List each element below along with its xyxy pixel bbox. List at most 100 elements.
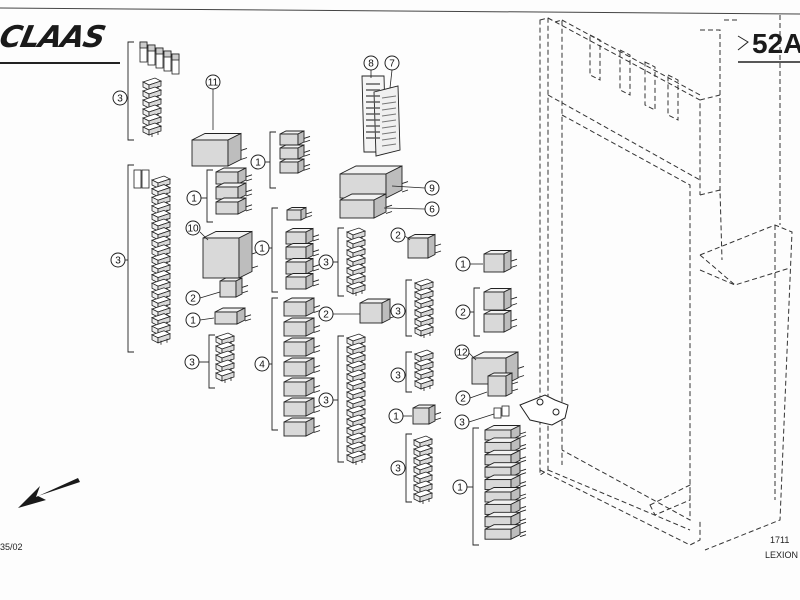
leader-bracket xyxy=(333,227,344,297)
relay-stack xyxy=(283,357,321,377)
mini-relay xyxy=(215,182,253,200)
relay-small xyxy=(214,307,252,325)
callout-label: 1 xyxy=(460,260,466,271)
blade-fuse xyxy=(345,441,367,456)
border-line xyxy=(0,7,800,15)
callout-2: 2 xyxy=(185,290,201,306)
callout-3: 3 xyxy=(110,252,126,268)
blade-fuse xyxy=(214,368,236,383)
callout-2: 2 xyxy=(455,304,471,320)
leader-line xyxy=(468,413,495,423)
relay-small xyxy=(407,233,442,259)
callout-3: 3 xyxy=(318,392,334,408)
leader-line xyxy=(389,69,393,89)
callout-10: 10 xyxy=(185,220,201,236)
callout-11: 11 xyxy=(205,74,221,90)
callout-label: 3 xyxy=(323,258,329,269)
leader-bracket xyxy=(470,287,480,337)
date-code: 35/02 xyxy=(0,542,23,552)
relay-small xyxy=(483,249,518,273)
blade-fuse xyxy=(345,281,367,296)
relay-stack xyxy=(283,337,321,357)
blade-fuse xyxy=(413,376,435,391)
leader-line xyxy=(383,207,426,210)
callout-3: 3 xyxy=(390,367,406,383)
relay-row xyxy=(484,499,527,516)
callout-4: 4 xyxy=(254,356,270,372)
frame-bracket xyxy=(519,394,569,426)
relay-small xyxy=(219,277,249,298)
mini-relay xyxy=(215,197,253,215)
blade-fuse xyxy=(214,332,236,347)
leader-bracket xyxy=(199,334,215,389)
blade-fuse xyxy=(413,296,435,311)
relay-12 xyxy=(471,351,525,385)
relay-row xyxy=(484,461,527,478)
relay-stack xyxy=(283,417,321,437)
callout-1: 1 xyxy=(455,256,471,272)
callout-7: 7 xyxy=(384,55,400,71)
callout-label: 3 xyxy=(117,94,123,105)
relay-row xyxy=(484,523,527,540)
callout-1: 1 xyxy=(250,154,266,170)
mini-relay xyxy=(215,167,253,185)
direction-arrow-icon xyxy=(18,478,80,508)
fuse-pack xyxy=(141,169,150,189)
callout-3: 3 xyxy=(390,303,406,319)
blade-fuse xyxy=(345,450,367,465)
leader-bracket xyxy=(405,279,412,337)
leader-bracket xyxy=(405,351,412,393)
relay-row xyxy=(484,449,527,466)
blade-fuse xyxy=(214,350,236,365)
leader-line xyxy=(404,235,411,241)
blade-fuse xyxy=(150,330,172,345)
relay-small xyxy=(412,404,442,425)
leader-line xyxy=(391,185,426,189)
callout-label: 2 xyxy=(323,310,329,321)
callout-2: 2 xyxy=(318,306,334,322)
blade-fuse xyxy=(345,245,367,260)
callout-3: 3 xyxy=(318,254,334,270)
relay-6 xyxy=(339,193,393,219)
callout-6: 6 xyxy=(424,201,440,217)
leader-line xyxy=(199,231,209,241)
relay-11 xyxy=(191,132,248,167)
callout-label: 8 xyxy=(368,59,374,70)
leader-bracket xyxy=(467,427,479,546)
leader-line xyxy=(469,391,488,399)
callout-label: 3 xyxy=(189,358,195,369)
relay-stack xyxy=(283,317,321,337)
callout-label: 1 xyxy=(457,483,463,494)
callout-3: 3 xyxy=(390,460,406,476)
callout-label: 3 xyxy=(395,464,401,475)
callout-label: 11 xyxy=(208,78,219,89)
callout-9: 9 xyxy=(424,180,440,196)
fuse-pack xyxy=(139,41,148,63)
blade-fuse xyxy=(413,305,435,320)
callout-1: 1 xyxy=(254,240,270,256)
callout-3: 3 xyxy=(112,90,128,106)
blade-fuse xyxy=(141,122,163,137)
callout-label: 3 xyxy=(115,256,121,267)
callout-label: 7 xyxy=(389,59,395,70)
mini-relay xyxy=(285,227,320,245)
callout-label: 2 xyxy=(190,294,196,305)
relay-small xyxy=(359,298,397,324)
blade-fuse xyxy=(150,270,172,285)
leader-line xyxy=(199,317,215,321)
leader-bracket xyxy=(269,207,278,293)
callout-label: 3 xyxy=(395,371,401,382)
mini-relay xyxy=(279,158,311,174)
fuse-pack xyxy=(133,169,142,189)
leader-bracket xyxy=(405,433,412,503)
callout-2: 2 xyxy=(390,227,406,243)
leader-bracket xyxy=(201,169,213,223)
relay-stack xyxy=(283,297,321,317)
mini-relay xyxy=(285,272,320,290)
fuse-pack xyxy=(155,47,164,69)
callout-label: 1 xyxy=(255,158,261,169)
callout-label: 2 xyxy=(395,231,401,242)
callout-label: 2 xyxy=(460,394,466,405)
fuse-pack xyxy=(163,50,172,72)
